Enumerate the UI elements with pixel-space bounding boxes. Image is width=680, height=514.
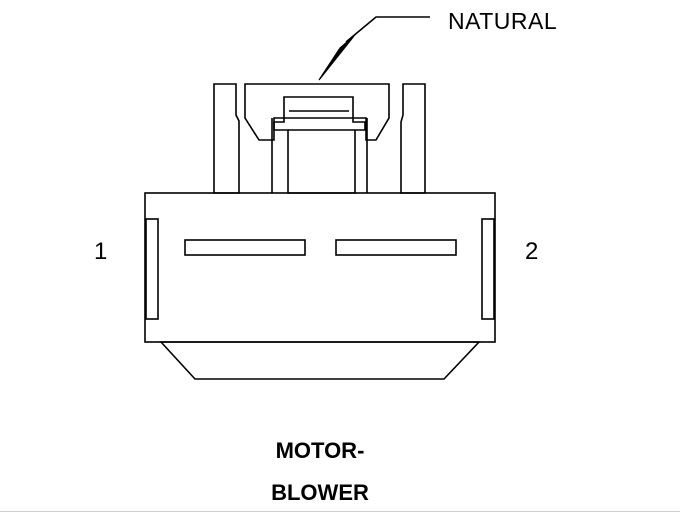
connector-body	[144, 192, 496, 343]
title-line-2: BLOWER	[271, 480, 369, 505]
latch-housing	[244, 83, 390, 141]
terminal-slot-2	[335, 239, 457, 256]
left-locking-tab	[213, 83, 240, 194]
right-locking-tab	[400, 83, 426, 194]
connector-skirt	[159, 341, 481, 380]
bottom-divider	[0, 511, 680, 512]
pin-label-1: 1	[94, 238, 108, 265]
right-side-latch	[481, 218, 495, 320]
terminal-slot-1	[184, 239, 306, 256]
callout-label-natural: NATURAL	[448, 8, 558, 34]
pin-label-2: 2	[525, 238, 539, 265]
title-line-1: MOTOR-	[275, 438, 365, 463]
left-side-latch	[145, 218, 159, 320]
callout-leader-line	[345, 16, 430, 43]
callout-arrowhead	[318, 35, 355, 81]
